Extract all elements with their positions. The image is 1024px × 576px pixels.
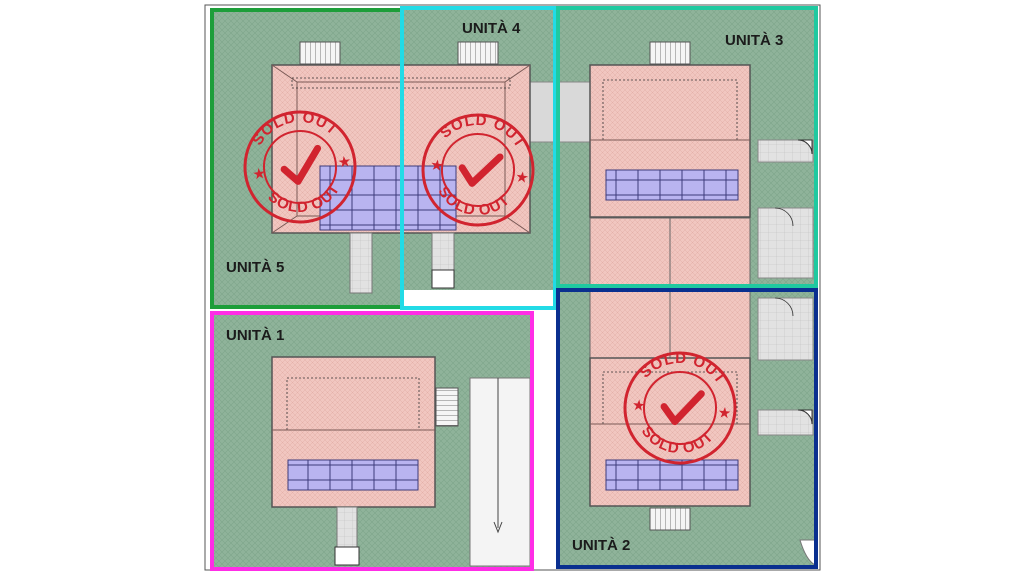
parking-unita-2 [757,297,814,361]
solar-panels-unita-3 [605,169,739,201]
building-unita-3 [589,41,751,218]
checkmark-icon [280,144,322,185]
checkmark-icon [660,390,705,426]
svg-text:★: ★ [429,156,446,175]
svg-text:★: ★ [337,153,354,172]
driveway-unita-1 [469,377,531,567]
checkmark-icon [458,153,504,187]
unit-label-unita-3: UNITÀ 3 [725,32,783,49]
solar-panels-unita-4-5 [319,165,457,231]
svg-text:★: ★ [514,168,531,187]
entrance-markers [774,139,813,425]
unit-border-unita-2[interactable] [556,288,818,569]
solar-panels-unita-2 [605,459,739,491]
svg-text:★: ★ [251,165,268,184]
svg-text:★: ★ [717,404,733,422]
unit-label-unita-2: UNITÀ 2 [572,537,630,554]
unit-border-unita-3[interactable] [556,6,818,288]
parking-unita-3 [757,207,814,279]
unit-label-unita-4: UNITÀ 4 [462,20,521,37]
unit-border-unita-1[interactable] [210,311,534,571]
building-unita-2 [589,357,751,531]
unit-label-unita-5: UNITÀ 5 [226,259,284,276]
svg-text:★: ★ [631,397,647,415]
solar-panels-unita-1 [287,459,419,491]
unit-border-unita-4[interactable] [400,6,557,310]
building-unita-1 [271,356,459,566]
unit-label-unita-1: UNITÀ 1 [226,327,284,344]
